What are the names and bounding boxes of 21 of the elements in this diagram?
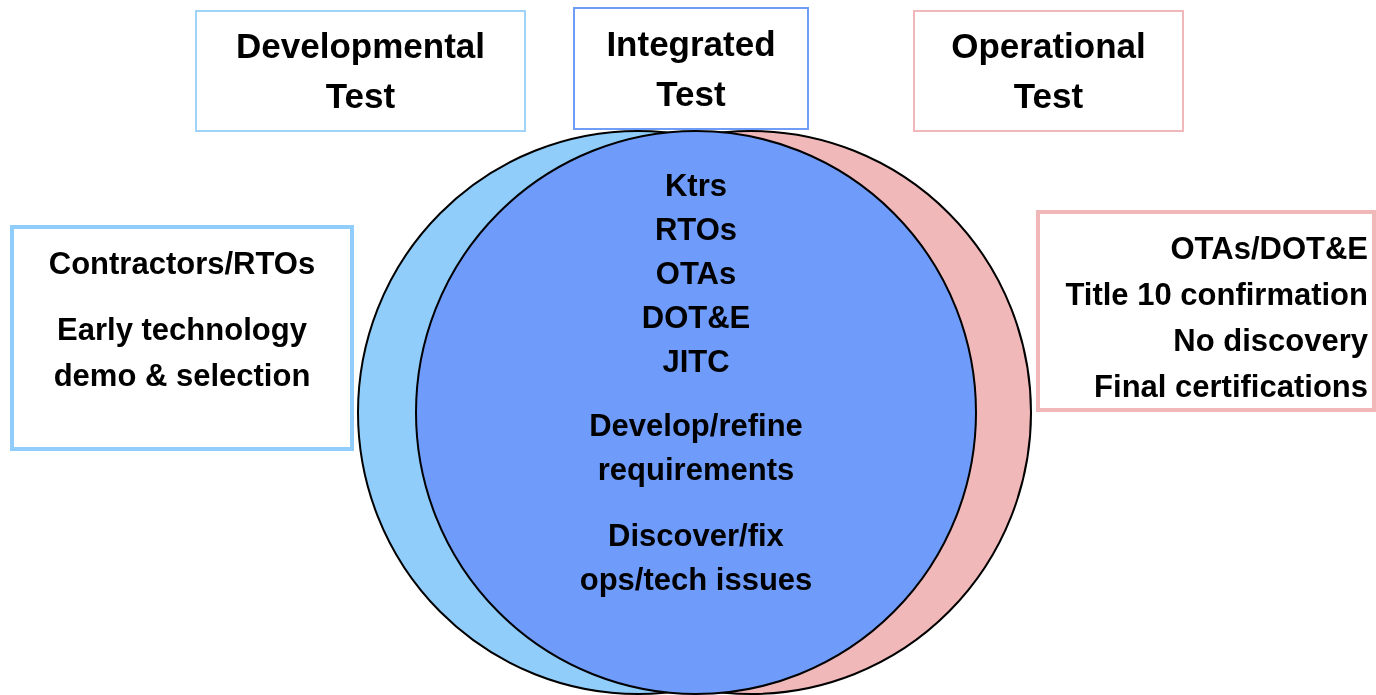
heading-text: Developmental Test [235,25,486,117]
heading-text: Integrated Test [605,22,777,115]
note-panel [1036,210,1376,412]
role-text: DOT&E [640,299,752,337]
role-text: Discover/fix ops/tech issues [578,517,814,599]
role-text: RTOs [653,211,739,249]
heading-text: Operational Test [950,25,1147,117]
role-text: OTAs [654,255,738,293]
note-text: Final certifications [1093,368,1368,406]
role-text: JITC [661,343,731,381]
heading-box [573,7,809,130]
note-text: Title 10 confirmation [1064,276,1368,314]
heading-box [195,10,526,132]
note-text: Contractors/RTOs [47,245,317,283]
heading-box [913,10,1184,132]
role-text: Develop/refine requirements [588,407,804,489]
role-text: Ktrs [664,167,728,205]
note-panel [10,225,354,451]
note-text: No discovery [1172,322,1368,360]
note-text: OTAs/DOT&E [1169,230,1368,268]
note-text: Early technology demo & selection [52,311,312,395]
